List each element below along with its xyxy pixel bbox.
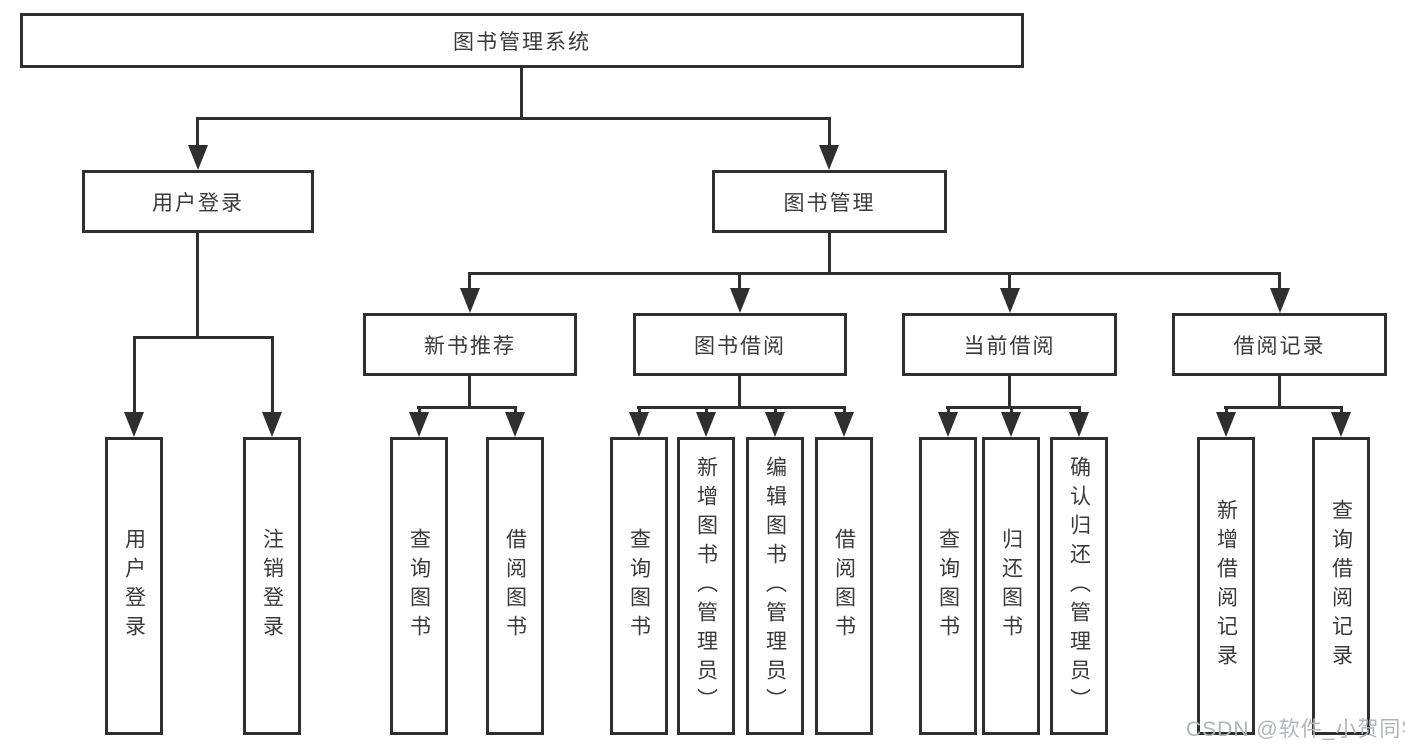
node-bb-add-label: 新增图书（管理员） [694, 455, 718, 717]
arrow-down-icon-new-book [460, 288, 480, 313]
connector-cb-return-drop [1010, 406, 1013, 415]
node-nb-borrow-label: 借阅图书 [503, 528, 527, 644]
node-nb-query-label: 查询图书 [407, 528, 431, 644]
arrow-down-icon-ul-logout [262, 412, 282, 437]
node-bb-query: 查询图书 [610, 437, 668, 735]
node-cb-return-label: 归还图书 [999, 528, 1023, 644]
node-new-book: 新书推荐 [363, 313, 577, 376]
node-bb-add: 新增图书（管理员） [677, 437, 735, 735]
node-cb-confirm: 确认归还（管理员） [1050, 437, 1108, 735]
connector-cb-confirm-drop [1078, 406, 1081, 415]
node-cb-return: 归还图书 [982, 437, 1040, 735]
node-user-login: 用户登录 [82, 170, 314, 233]
bus-current-borrow-children [946, 406, 1081, 409]
node-bb-edit: 编辑图书（管理员） [746, 437, 804, 735]
arrow-down-icon-book-borrow [730, 288, 750, 313]
arrow-down-icon-bb-edit [765, 412, 785, 437]
arrow-down-icon-bb-borrow [834, 412, 854, 437]
node-book-mgmt: 图书管理 [712, 170, 947, 233]
arrow-down-icon-current-borrow [1000, 288, 1020, 313]
connector-borrow-record-stem [1278, 376, 1281, 408]
connector-new-book-stem [468, 376, 471, 408]
node-bb-query-label: 查询图书 [627, 528, 651, 644]
node-cb-confirm-label: 确认归还（管理员） [1067, 455, 1091, 717]
arrow-down-icon-cb-return [1001, 412, 1021, 437]
arrow-down-icon-ul-login [124, 412, 144, 437]
watermark: CSDN @软件_小贺同学 [1186, 718, 1405, 741]
arrow-down-icon-borrow-record [1270, 288, 1290, 313]
connector-ul-login-drop [133, 336, 136, 415]
node-nb-borrow: 借阅图书 [486, 437, 544, 735]
node-nb-query: 查询图书 [390, 437, 448, 735]
connector-br-add-drop [1225, 406, 1228, 415]
connector-bb-borrow-drop [843, 406, 846, 415]
node-root-label: 图书管理系统 [453, 30, 591, 54]
node-ul-login-label: 用户登录 [122, 528, 146, 644]
node-ul-login: 用户登录 [105, 437, 163, 735]
arrow-down-icon-cb-query [938, 412, 958, 437]
connector-nb-borrow-drop [514, 406, 517, 415]
arrow-down-icon-cb-confirm [1069, 412, 1089, 437]
node-br-query: 查询借阅记录 [1312, 437, 1370, 735]
connector-ul-logout-drop [271, 336, 274, 415]
connector-current-borrow-stem [1008, 376, 1011, 408]
connector-nb-query-drop [418, 406, 421, 415]
node-br-add-label: 新增借阅记录 [1214, 499, 1238, 673]
node-current-borrow: 当前借阅 [902, 313, 1117, 376]
bus-user-login-children [133, 336, 274, 339]
arrow-down-icon-user-login [188, 145, 208, 170]
node-root: 图书管理系统 [20, 13, 1024, 68]
node-current-borrow-label: 当前借阅 [963, 334, 1056, 358]
node-cb-query: 查询图书 [919, 437, 977, 735]
arrow-down-icon-book-mgmt [819, 145, 839, 170]
arrow-down-icon-bb-add [696, 412, 716, 437]
node-book-mgmt-label: 图书管理 [783, 191, 876, 215]
bus-borrow-record-children [1224, 406, 1343, 409]
node-book-borrow-label: 图书借阅 [694, 334, 786, 358]
connector-br-query-drop [1340, 406, 1343, 415]
node-bb-edit-label: 编辑图书（管理员） [763, 455, 787, 717]
connector-bb-edit-drop [774, 406, 777, 415]
connector-borrow-record-drop [1278, 272, 1281, 290]
connector-book-mgmt-drop [828, 117, 831, 147]
node-user-login-label: 用户登录 [152, 191, 244, 215]
arrow-down-icon-nb-borrow [505, 412, 525, 437]
node-new-book-label: 新书推荐 [424, 334, 516, 358]
node-bb-borrow: 借阅图书 [815, 437, 873, 735]
arrow-down-icon-nb-query [409, 412, 429, 437]
bus-level2 [196, 117, 831, 120]
connector-root-stem [520, 68, 523, 118]
connector-user-login-drop [196, 117, 199, 147]
node-bb-borrow-label: 借阅图书 [832, 528, 856, 644]
bus-new-book-children [417, 406, 517, 409]
node-br-add: 新增借阅记录 [1197, 437, 1255, 735]
node-br-query-label: 查询借阅记录 [1329, 499, 1353, 673]
connector-user-login-stem [196, 233, 199, 338]
connector-bb-query-drop [638, 406, 641, 415]
connector-book-mgmt-stem [828, 233, 831, 274]
node-ul-logout: 注销登录 [243, 437, 301, 735]
node-cb-query-label: 查询图书 [936, 528, 960, 644]
node-ul-logout-label: 注销登录 [260, 528, 284, 644]
connector-cb-query-drop [947, 406, 950, 415]
connector-current-borrow-drop [1008, 272, 1011, 290]
node-borrow-record-label: 借阅记录 [1233, 334, 1326, 358]
arrow-down-icon-br-add [1216, 412, 1236, 437]
node-borrow-record: 借阅记录 [1172, 313, 1387, 376]
connector-book-borrow-drop [738, 272, 741, 290]
connector-new-book-drop [468, 272, 471, 290]
arrow-down-icon-br-query [1331, 412, 1351, 437]
arrow-down-icon-bb-query [629, 412, 649, 437]
bus-book-borrow-children [637, 406, 846, 409]
node-book-borrow: 图书借阅 [633, 313, 847, 376]
connector-bb-add-drop [705, 406, 708, 415]
connector-book-borrow-stem [738, 376, 741, 408]
bus-book-mgmt-children [468, 272, 1281, 275]
